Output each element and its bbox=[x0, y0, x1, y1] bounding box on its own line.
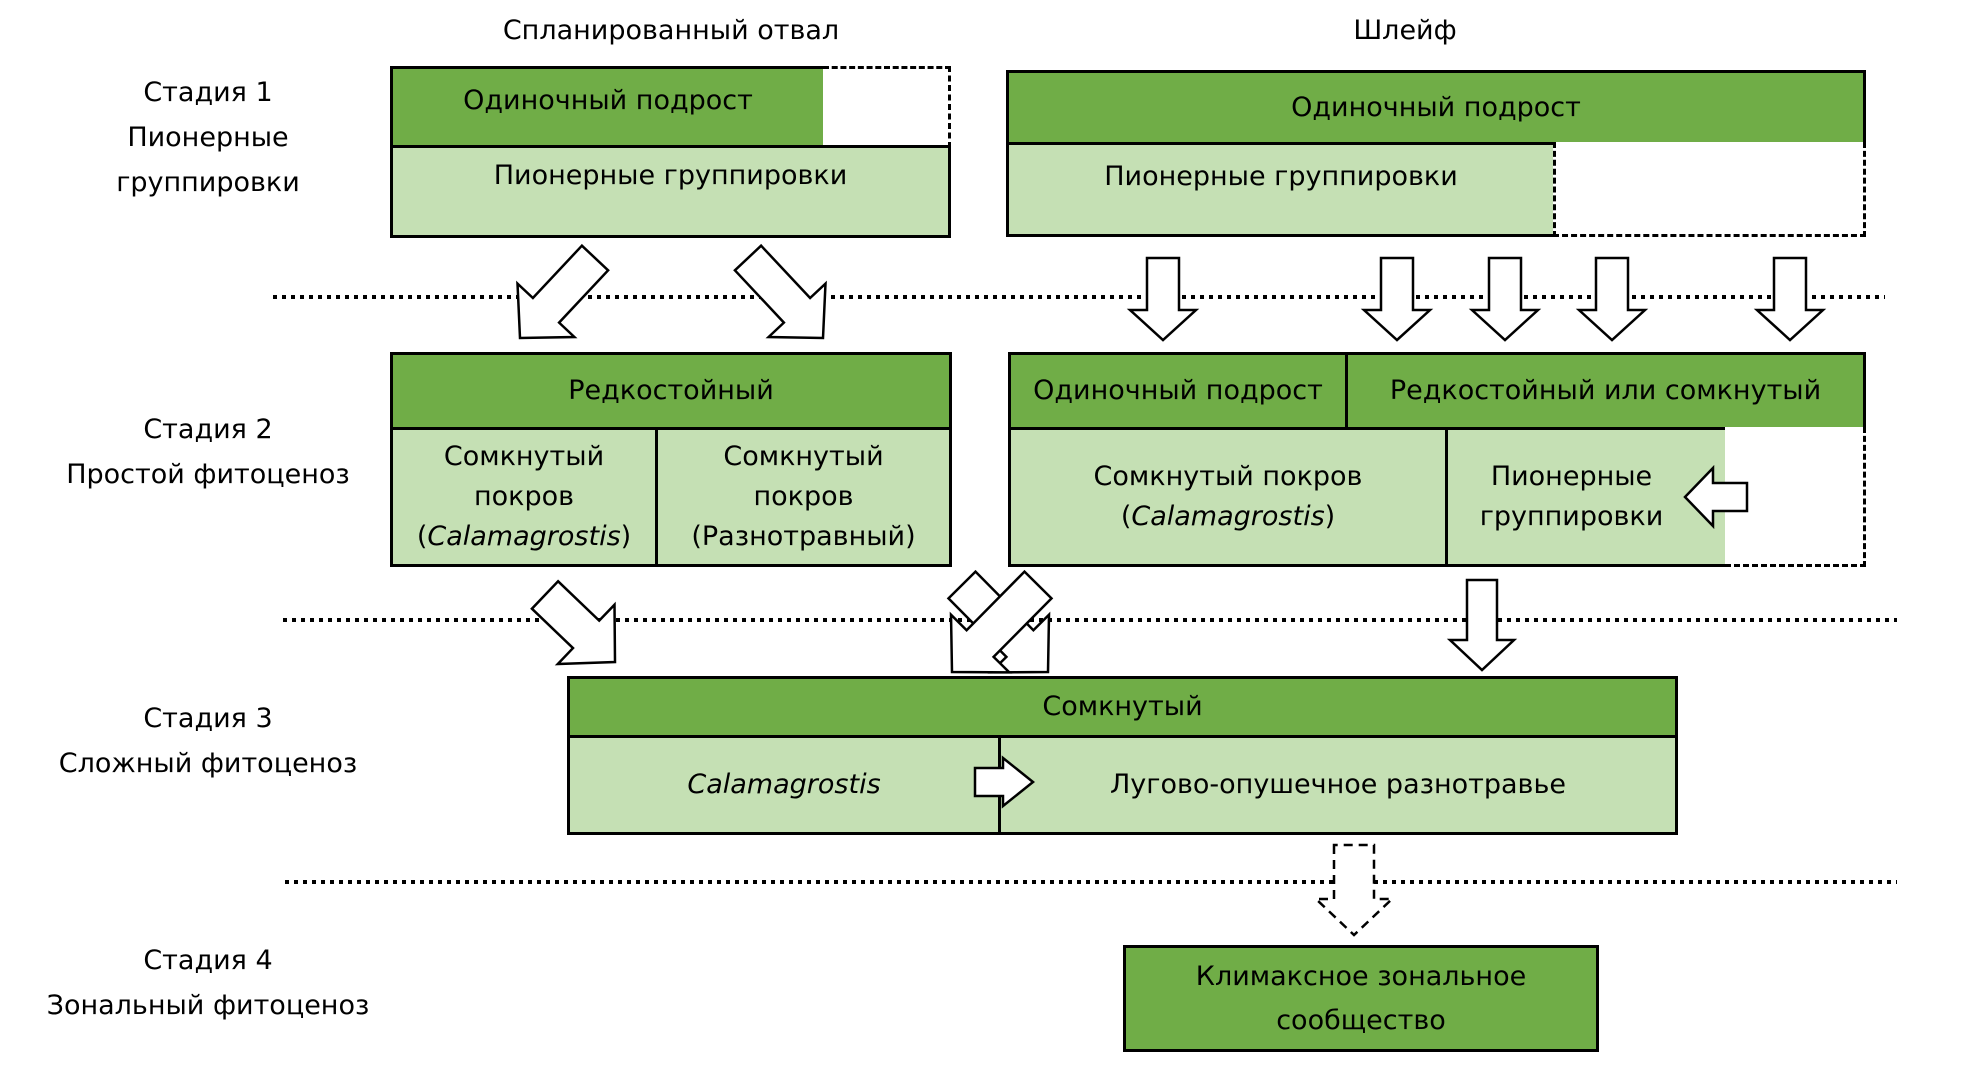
s2-right-empty-slot bbox=[1725, 427, 1866, 567]
species-calamagrostis: Calamagrostis bbox=[427, 521, 621, 552]
stage-label-1-name-a: Пионерные bbox=[127, 122, 289, 153]
s1-left-empty-slot bbox=[823, 66, 951, 148]
stage-label-2: Стадия 2 Простой фитоценоз bbox=[30, 407, 386, 497]
s1-left-single-undergrowth-text: Одиночный подрост bbox=[463, 85, 753, 116]
s2-right-cell1-line2: (Calamagrostis) bbox=[1121, 497, 1335, 537]
paren-close: ) bbox=[620, 521, 632, 552]
species-calamagrostis: Calamagrostis bbox=[1131, 501, 1325, 532]
s2-right-closed-cover-calamagrostis: Сомкнутый покров (Calamagrostis) bbox=[1008, 427, 1448, 567]
arrow-s1-left-down-left-icon bbox=[516, 243, 610, 340]
s2-left-cell2-line3: (Разнотравный) bbox=[691, 521, 916, 552]
s2-left-cell1-line1: Сомкнутый bbox=[443, 441, 605, 472]
s3-calamagrostis-text: Calamagrostis bbox=[687, 769, 881, 800]
arrow-s1-right-down-icon-1 bbox=[1126, 256, 1200, 342]
stage-label-4: Стадия 4 Зональный фитоценоз bbox=[10, 938, 406, 1028]
s1-left-pioneer-groups: Пионерные группировки bbox=[390, 145, 951, 238]
s2-left-sparse-stand: Редкостойный bbox=[390, 352, 952, 430]
arrow-s1-right-down-icon-4 bbox=[1575, 256, 1649, 342]
s1-left-single-undergrowth: Одиночный подрост bbox=[390, 66, 826, 148]
s2-left-closed-cover-calamagrostis: Сомкнутый покров (Calamagrostis) bbox=[390, 427, 658, 567]
paren-close: ) bbox=[1324, 501, 1336, 532]
s2-right-cell2-line1: Пионерные bbox=[1490, 461, 1653, 492]
arrow-s2-right-to-s3-icon bbox=[1446, 578, 1518, 672]
arrow-s1-left-down-right-icon bbox=[733, 243, 827, 340]
s2-right-cell1-line1: Сомкнутый покров bbox=[1093, 461, 1363, 492]
arrow-s2-left-to-s3-icon bbox=[530, 579, 617, 666]
stage-label-4-number: Стадия 4 bbox=[143, 945, 273, 976]
s2-left-cell1-line3: (Calamagrostis) bbox=[417, 517, 631, 557]
s3-closed-text: Сомкнутый bbox=[1042, 691, 1203, 722]
s2-right-cell2-line2: группировки bbox=[1479, 501, 1664, 532]
stage-label-3-number: Стадия 3 bbox=[143, 703, 273, 734]
paren-open: ( bbox=[1120, 501, 1132, 532]
arrow-s1-right-down-icon-5 bbox=[1753, 256, 1827, 342]
arrow-s1-right-down-icon-2 bbox=[1360, 256, 1434, 342]
s1-left-pioneer-groups-text: Пионерные группировки bbox=[493, 160, 848, 191]
s3-meadow-forbs: Лугово-опушечное разнотравье bbox=[998, 735, 1678, 835]
s3-calamagrostis: Calamagrostis bbox=[567, 735, 1001, 835]
stage-label-1-name-b: группировки bbox=[116, 167, 300, 198]
column-title-plume: Шлейф bbox=[1353, 15, 1457, 46]
s4-climax-zonal-community: Климаксное зональное сообщество bbox=[1123, 945, 1599, 1052]
s1-right-single-undergrowth-text: Одиночный подрост bbox=[1291, 91, 1581, 123]
stage-label-2-number: Стадия 2 bbox=[143, 414, 273, 445]
paren-open: ( bbox=[416, 521, 428, 552]
s2-left-cell2-line2: покров bbox=[753, 481, 854, 512]
stage-label-1-number: Стадия 1 bbox=[143, 77, 273, 108]
stage-label-2-name: Простой фитоценоз bbox=[66, 459, 350, 490]
stage-label-4-name: Зональный фитоценоз bbox=[46, 990, 370, 1021]
s2-left-sparse-stand-text: Редкостойный bbox=[568, 375, 774, 406]
arrow-s1-right-down-icon-3 bbox=[1468, 256, 1542, 342]
s4-climax-line2: сообщество bbox=[1276, 1004, 1446, 1036]
s1-right-pioneer-groups: Пионерные группировки bbox=[1006, 142, 1556, 237]
s2-left-closed-cover-forbs: Сомкнутый покров (Разнотравный) bbox=[655, 427, 952, 567]
arrow-s2-cross-down-left-icon bbox=[949, 569, 1054, 674]
stage-label-1: Стадия 1 Пионерные группировки bbox=[60, 70, 356, 205]
s2-left-cell1-line2: покров bbox=[473, 481, 575, 512]
s1-right-empty-slot bbox=[1553, 142, 1866, 237]
s4-climax-line1: Климаксное зональное bbox=[1195, 960, 1527, 992]
s3-closed: Сомкнутый bbox=[567, 676, 1678, 738]
s1-right-single-undergrowth: Одиночный подрост bbox=[1006, 70, 1866, 145]
column-title-planned-dump: Спланированный отвал bbox=[502, 15, 840, 46]
s2-left-cell2-line1: Сомкнутый bbox=[723, 441, 884, 472]
s1-right-pioneer-groups-text: Пионерные группировки bbox=[1104, 161, 1458, 192]
arrow-s3-to-s4-dashed-icon bbox=[1312, 843, 1396, 937]
stage-label-3: Стадия 3 Сложный фитоценоз bbox=[20, 696, 396, 786]
s2-right-single-undergrowth-text: Одиночный подрост bbox=[1033, 375, 1323, 406]
arrow-calamagrostis-to-forbs-icon bbox=[973, 755, 1036, 809]
stage-label-3-name: Сложный фитоценоз bbox=[58, 748, 358, 779]
s2-right-sparse-or-closed-text: Редкостойный или сомкнутый bbox=[1389, 375, 1822, 406]
arrow-empty-to-pioneers-left-icon bbox=[1683, 464, 1749, 530]
s3-meadow-forbs-text: Лугово-опушечное разнотравье bbox=[1109, 769, 1566, 800]
